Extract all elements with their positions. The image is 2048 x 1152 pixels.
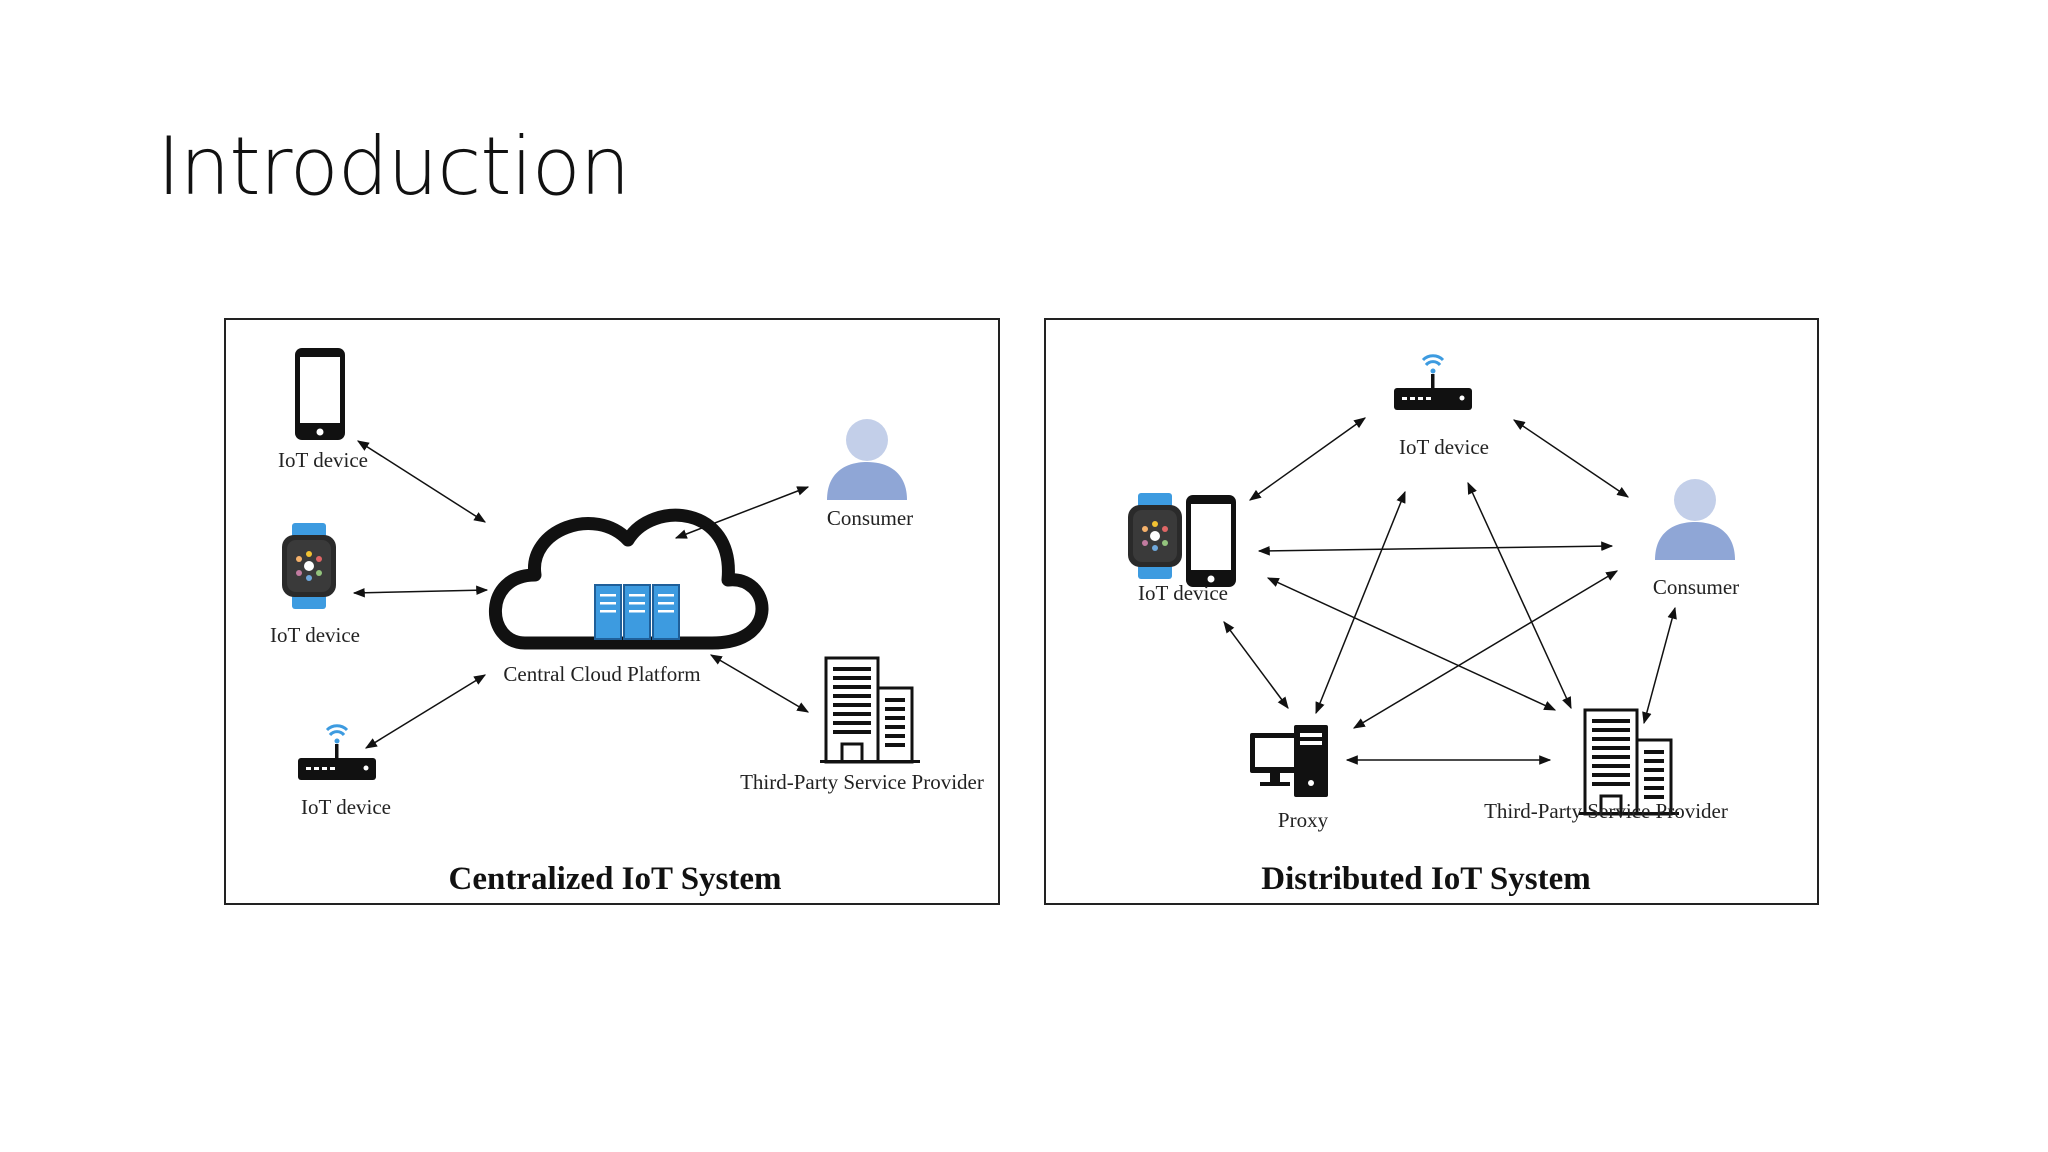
label-provider: Third-Party Service Provider [1484,799,1728,823]
smartwatch-icon [282,523,336,609]
slide-title: Introduction [157,120,630,213]
label-consumer: Consumer [1653,575,1739,599]
distributed-connections [1223,417,1677,765]
label-router: IoT device [1399,435,1489,459]
label-watch: IoT device [270,623,360,647]
smartphone-icon [295,348,345,440]
label-provider: Third-Party Service Provider [740,770,984,794]
label-router: IoT device [301,795,391,819]
centralized-caption: Centralized IoT System [448,861,781,897]
label-devices: IoT device [1138,581,1228,605]
distributed-caption: Distributed IoT System [1261,861,1590,897]
label-cloud: Central Cloud Platform [503,662,700,686]
distributed-panel: IoT device IoT device Consumer Proxy Thi… [1044,318,1819,905]
centralized-panel: IoT device IoT device IoT device Central… [224,318,1000,905]
smartwatch-icon [1128,493,1182,579]
label-consumer: Consumer [827,506,913,530]
label-proxy: Proxy [1278,808,1329,832]
cloud-server-icon [488,508,769,650]
centralized-connections [352,440,810,749]
label-phone: IoT device [278,448,368,472]
smartphone-icon [1186,495,1236,587]
